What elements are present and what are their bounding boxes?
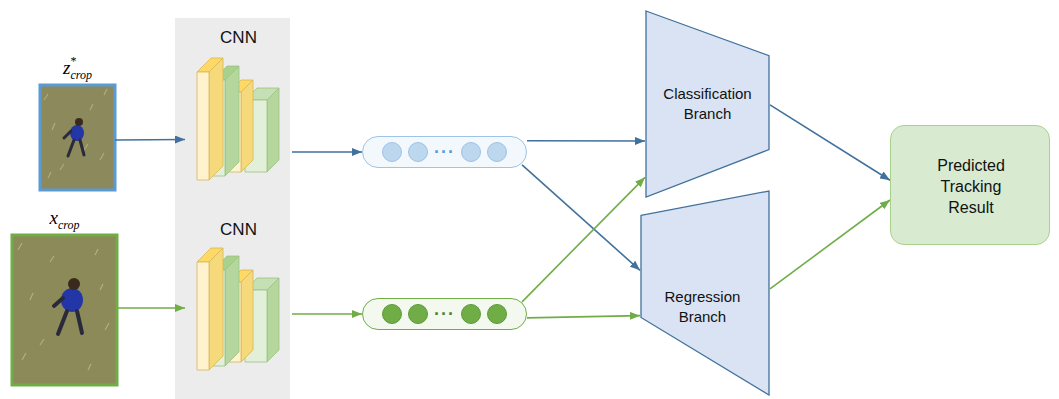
image-crop: z*crop: [40, 85, 115, 190]
image-border: [12, 235, 117, 385]
block-label: CNN: [185, 28, 292, 48]
symbol-part: *: [70, 54, 76, 68]
layer-side: [267, 278, 279, 362]
image-crop: xcrop: [12, 235, 117, 385]
layer-side: [241, 80, 253, 172]
arrow-connector: [292, 151, 362, 153]
arrow-connector: [527, 316, 640, 318]
person-limbs: [54, 298, 82, 334]
vector-element: [382, 304, 402, 324]
cnn-block: CNN: [185, 28, 292, 185]
layer-side: [209, 58, 223, 180]
feature-vector: ···: [362, 298, 527, 330]
cnn-layers: [197, 248, 279, 370]
arrow-connector: [770, 200, 890, 289]
arrow-connector: [117, 307, 185, 309]
symbol-part: crop: [70, 68, 92, 82]
image-border: [40, 85, 115, 190]
node-label: Regression Branch: [647, 287, 757, 327]
block-label: CNN: [185, 220, 292, 240]
crop-symbol: z*crop: [63, 55, 92, 81]
vector-element: [487, 142, 507, 162]
grass-ground: [12, 235, 117, 385]
trapezoid-shape: [646, 11, 769, 197]
symbol-part: crop: [58, 218, 80, 232]
person-head: [68, 278, 80, 290]
layer-top: [197, 248, 223, 262]
arrow-connector: [527, 140, 645, 142]
person-shirt: [61, 288, 83, 312]
layer-side: [225, 66, 239, 176]
node-label: Predicted Tracking Result: [921, 155, 1021, 218]
layer-side: [241, 270, 253, 362]
layer-side: [209, 248, 223, 370]
person-limbs: [64, 131, 84, 156]
ellipsis: ···: [434, 304, 455, 324]
z-crop-image: [40, 85, 115, 190]
grass-strokes: [44, 89, 107, 178]
layer-side: [267, 88, 279, 172]
layer-front: [197, 72, 209, 180]
vector-element: [461, 304, 481, 324]
ellipsis: ···: [434, 142, 455, 162]
arrow-connector: [292, 313, 362, 315]
branch-trapezoid: Classification Branch: [645, 10, 770, 198]
arrow-connector: [522, 177, 645, 302]
arrow-connector: [522, 165, 640, 271]
layer-top: [197, 58, 223, 72]
feature-vector: ···: [362, 136, 527, 168]
cnn-layers: [197, 58, 279, 180]
trapezoid-outline: [645, 10, 770, 198]
grass-strokes: [18, 243, 109, 370]
cnn-block: CNN: [185, 220, 292, 378]
vector-element: [408, 142, 428, 162]
person-head: [75, 118, 83, 126]
symbol-part: x: [50, 207, 58, 228]
node-label: Classification Branch: [653, 84, 763, 124]
layer-front: [197, 262, 209, 370]
symbol-part: z: [63, 57, 70, 78]
x-crop-image: [12, 235, 117, 385]
vector-element: [487, 304, 507, 324]
vector-element: [408, 304, 428, 324]
person-shirt: [70, 125, 84, 141]
grass-ground: [40, 85, 115, 190]
crop-symbol: xcrop: [50, 208, 80, 231]
result-box: Predicted Tracking Result: [890, 125, 1050, 245]
layer-side: [225, 256, 239, 366]
trapezoid-shape: [641, 191, 769, 395]
cnn-panel: [175, 18, 290, 399]
vector-element: [382, 142, 402, 162]
arrow-connector: [770, 105, 890, 180]
vector-element: [461, 142, 481, 162]
arrow-connector: [115, 139, 185, 141]
branch-trapezoid: Regression Branch: [640, 190, 770, 396]
